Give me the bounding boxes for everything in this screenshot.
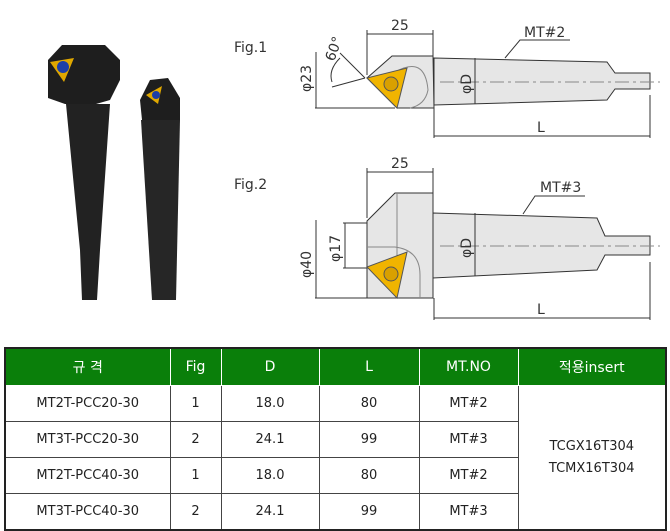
cell-spec: MT2T-PCC20-30	[4, 385, 171, 422]
product-photo	[48, 45, 180, 300]
cell-d: 24.1	[220, 493, 320, 531]
cell-l: 80	[318, 385, 420, 422]
cell-spec: MT2T-PCC40-30	[4, 457, 171, 494]
cell-l: 99	[318, 493, 420, 531]
insert-2: TCMX16T304	[548, 460, 635, 476]
cell-spec: MT3T-PCC40-30	[4, 493, 171, 531]
cell-mtno: MT#3	[418, 421, 519, 458]
cell-d: 24.1	[220, 421, 320, 458]
fig2-inner-dia: φ17	[328, 235, 344, 262]
fig1-taper: MT#2	[524, 25, 565, 41]
fig1-head-dia: φ23	[299, 65, 315, 92]
cell-mtno: MT#2	[418, 385, 519, 422]
table-header: 규 격 Fig D L MT.NO 적용insert	[5, 347, 666, 386]
fig2-shank-dia: φD	[459, 238, 475, 258]
fig1-width-dim: 25	[391, 18, 409, 34]
fig1-angle: 60°	[323, 35, 347, 64]
table-row: MT2T-PCC20-30 1 18.0 80 MT#2 TCGX16T304 …	[4, 385, 667, 531]
header-spec: 규 격	[5, 347, 171, 386]
figure-2: Fig.2 25 φ40 φ17 φD L MT#3	[234, 156, 660, 320]
fig2-taper: MT#3	[540, 180, 581, 196]
spec-table: 규 격 Fig D L MT.NO 적용insert MT2T-PCC20-30…	[4, 347, 667, 531]
cell-fig: 1	[169, 385, 222, 422]
cell-d: 18.0	[220, 457, 320, 494]
cell-mtno: MT#2	[418, 457, 519, 494]
fig2-width-dim: 25	[391, 156, 409, 172]
fig2-head-dia: φ40	[299, 251, 315, 278]
cell-l: 99	[318, 421, 420, 458]
header-mtno: MT.NO	[418, 347, 519, 386]
fig1-length: L	[537, 120, 545, 136]
table-row: MT2T-PCC40-30 1 18.0 80 MT#2	[4, 457, 666, 494]
cell-fig: 2	[169, 421, 222, 458]
fig1-label: Fig.1	[234, 40, 267, 56]
cell-fig: 2	[169, 493, 222, 531]
cell-l: 80	[318, 457, 420, 494]
cell-fig: 1	[169, 457, 222, 494]
header-l: L	[318, 347, 420, 386]
header-fig: Fig	[169, 347, 222, 386]
cell-spec: MT3T-PCC20-30	[4, 421, 171, 458]
cell-insert: TCGX16T304 TCMX16T304	[517, 385, 667, 531]
insert-1: TCGX16T304	[549, 438, 635, 454]
fig2-length: L	[537, 302, 545, 318]
cell-mtno: MT#3	[418, 493, 519, 531]
product-drawings: Fig.1 25 φ23 60° φD L MT#2 Fig.2 25	[48, 18, 660, 320]
fig2-label: Fig.2	[234, 177, 267, 193]
figure-1: Fig.1 25 φ23 60° φD L MT#2	[234, 18, 660, 138]
header-d: D	[220, 347, 320, 386]
cell-d: 18.0	[220, 385, 320, 422]
fig1-shank-dia: φD	[459, 74, 475, 94]
header-insert: 적용insert	[517, 347, 666, 386]
